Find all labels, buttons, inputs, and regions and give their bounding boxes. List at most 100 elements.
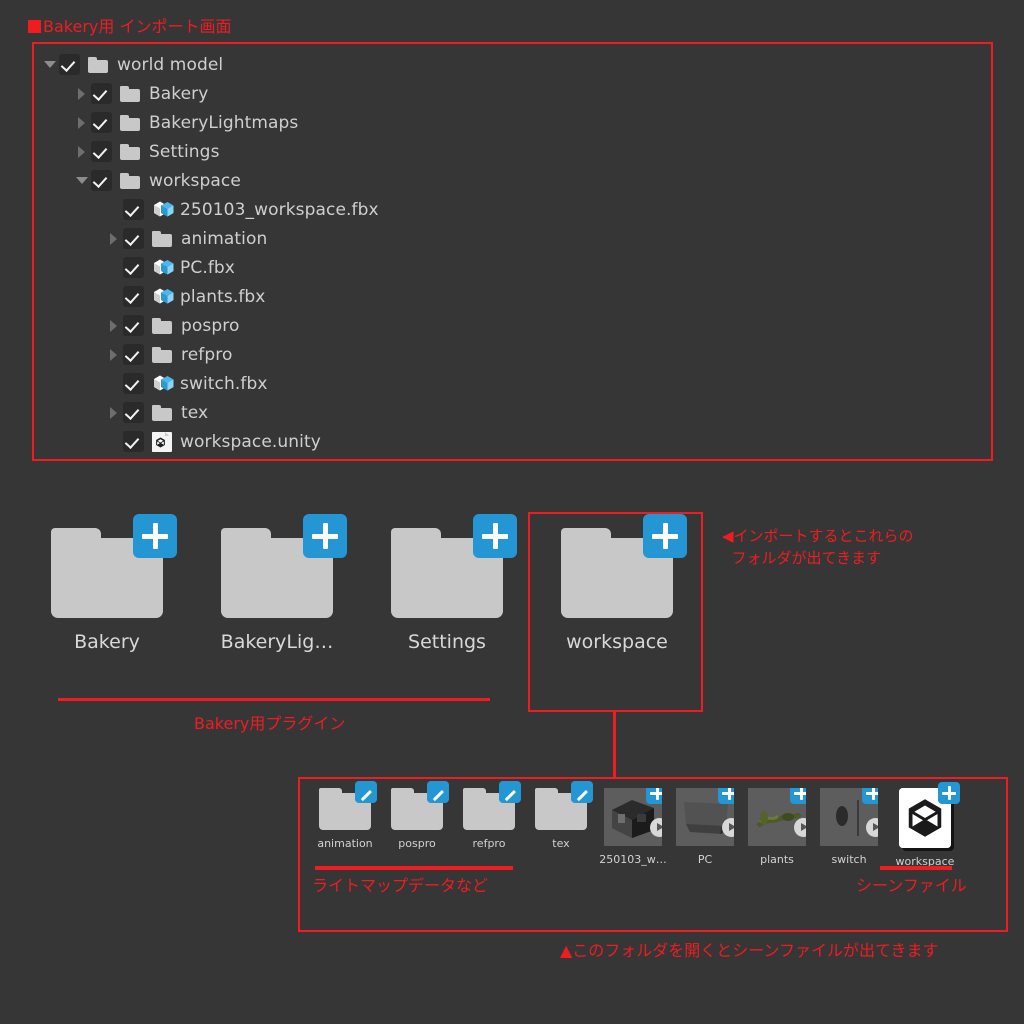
tree-row-label: workspace — [149, 170, 241, 191]
asset-folder-item[interactable]: Bakery — [27, 514, 187, 653]
plus-badge-icon — [938, 782, 960, 804]
tree-row[interactable]: pospro — [34, 311, 991, 340]
tree-row-label: pospro — [181, 315, 240, 336]
checkbox-checked-icon[interactable] — [123, 257, 144, 278]
tree-row[interactable]: animation — [34, 224, 991, 253]
triangle-down-icon[interactable] — [42, 57, 57, 72]
folder-icon — [120, 143, 142, 160]
folder-icon — [120, 85, 142, 102]
workspace-highlight-box — [528, 512, 703, 712]
tree-row-label: switch.fbx — [180, 373, 268, 394]
import-note-annotation: ◀インポートするとこれらの フォルダが出てきます — [722, 527, 914, 567]
asset-folder-item[interactable]: BakeryLig… — [197, 514, 357, 653]
triangle-right-icon[interactable] — [74, 115, 89, 130]
laptop-model-thumbnail — [676, 788, 734, 846]
checkbox-checked-icon[interactable] — [91, 112, 112, 133]
tree-row-label: world model — [117, 54, 224, 75]
tree-row-label: PC.fbx — [180, 257, 235, 278]
plus-badge-icon — [133, 514, 177, 558]
checkbox-checked-icon[interactable] — [123, 431, 144, 452]
unity-scene-thumbnail — [899, 788, 951, 848]
tree-row[interactable]: tex — [34, 398, 991, 427]
scene-asset-label: tex — [552, 837, 570, 850]
triangle-right-icon[interactable] — [106, 318, 121, 333]
scene-asset-item[interactable]: tex — [524, 781, 598, 850]
fbx-model-icon — [152, 257, 175, 278]
asset-folder-item[interactable]: Settings — [367, 514, 527, 653]
tree-row[interactable]: plants.fbx — [34, 282, 991, 311]
scene-asset-item[interactable]: pospro — [380, 781, 454, 850]
folder-icon — [120, 172, 142, 189]
triangle-right-icon[interactable] — [106, 231, 121, 246]
scene-asset-label: PC — [697, 853, 713, 866]
scene-asset-label: workspace — [895, 855, 955, 868]
pencil-badge-icon — [499, 781, 521, 803]
triangle-right-icon[interactable] — [106, 347, 121, 362]
checkbox-checked-icon[interactable] — [91, 83, 112, 104]
tree-row[interactable]: BakeryLightmaps — [34, 108, 991, 137]
checkbox-checked-icon[interactable] — [123, 228, 144, 249]
triangle-right-icon[interactable] — [106, 405, 121, 420]
scene-asset-item[interactable]: 250103_w… — [596, 788, 670, 866]
scene-asset-item[interactable]: refpro — [452, 781, 526, 850]
triangle-down-icon[interactable] — [74, 173, 89, 188]
tree-row[interactable]: workspace — [34, 166, 991, 195]
tree-row[interactable]: world model — [34, 50, 991, 79]
unity-scene-icon — [152, 431, 172, 452]
scene-asset-label: animation — [317, 837, 373, 850]
checkbox-checked-icon[interactable] — [123, 402, 144, 423]
page-title: Bakery用 インポート画面 — [28, 13, 231, 37]
play-badge-icon[interactable] — [794, 818, 806, 837]
checkbox-checked-icon[interactable] — [123, 315, 144, 336]
tree-row-label: Bakery — [149, 83, 209, 104]
triangle-right-icon[interactable] — [74, 86, 89, 101]
fbx-model-icon — [152, 199, 175, 220]
checkbox-checked-icon[interactable] — [91, 141, 112, 162]
triangle-right-icon[interactable] — [74, 144, 89, 159]
scene-asset-item[interactable]: plants — [740, 788, 814, 866]
play-badge-icon[interactable] — [650, 818, 662, 837]
scene-asset-item[interactable]: PC — [668, 788, 742, 866]
tree-row-label: plants.fbx — [180, 286, 266, 307]
asset-folder-label: BakeryLig… — [220, 631, 334, 653]
asset-folder-label: workspace — [566, 631, 668, 653]
checkbox-checked-icon[interactable] — [123, 286, 144, 307]
tree-row[interactable]: Bakery — [34, 79, 991, 108]
folder-icon — [463, 781, 521, 830]
tree-row-label: BakeryLightmaps — [149, 112, 299, 133]
plus-badge-icon — [862, 788, 878, 804]
checkbox-checked-icon[interactable] — [91, 170, 112, 191]
checkbox-checked-icon[interactable] — [123, 373, 144, 394]
tree-row-label: 250103_workspace.fbx — [180, 199, 379, 220]
scene-asset-item[interactable]: workspace — [888, 782, 962, 868]
checkbox-checked-icon[interactable] — [123, 344, 144, 365]
tree-row[interactable]: switch.fbx — [34, 369, 991, 398]
scene-asset-item[interactable]: animation — [308, 781, 382, 850]
fbx-model-icon — [152, 373, 175, 394]
play-badge-icon[interactable] — [722, 818, 734, 837]
folder-icon — [152, 317, 174, 334]
folder-icon — [152, 404, 174, 421]
folder-icon — [152, 346, 174, 363]
tree-row[interactable]: Settings — [34, 137, 991, 166]
scene-asset-item[interactable]: switch — [812, 788, 886, 866]
tree-row-label: animation — [181, 228, 268, 249]
page-title-text: Bakery用 インポート画面 — [43, 17, 232, 36]
checkbox-checked-icon[interactable] — [123, 199, 144, 220]
asset-folder-item[interactable]: workspace — [537, 514, 697, 653]
tree-row[interactable]: PC.fbx — [34, 253, 991, 282]
toggle-spacer — [106, 289, 121, 304]
plus-badge-icon — [646, 788, 662, 804]
scene-asset-label: pospro — [398, 837, 436, 850]
tree-row[interactable]: workspace.unity — [34, 427, 991, 456]
checkbox-checked-icon[interactable] — [59, 54, 80, 75]
pencil-badge-icon — [427, 781, 449, 803]
play-badge-icon[interactable] — [866, 818, 878, 837]
tree-row[interactable]: 250103_workspace.fbx — [34, 195, 991, 224]
folder-icon — [391, 514, 517, 618]
tree-row[interactable]: refpro — [34, 340, 991, 369]
plus-badge-icon — [473, 514, 517, 558]
room-model-thumbnail — [604, 788, 662, 846]
